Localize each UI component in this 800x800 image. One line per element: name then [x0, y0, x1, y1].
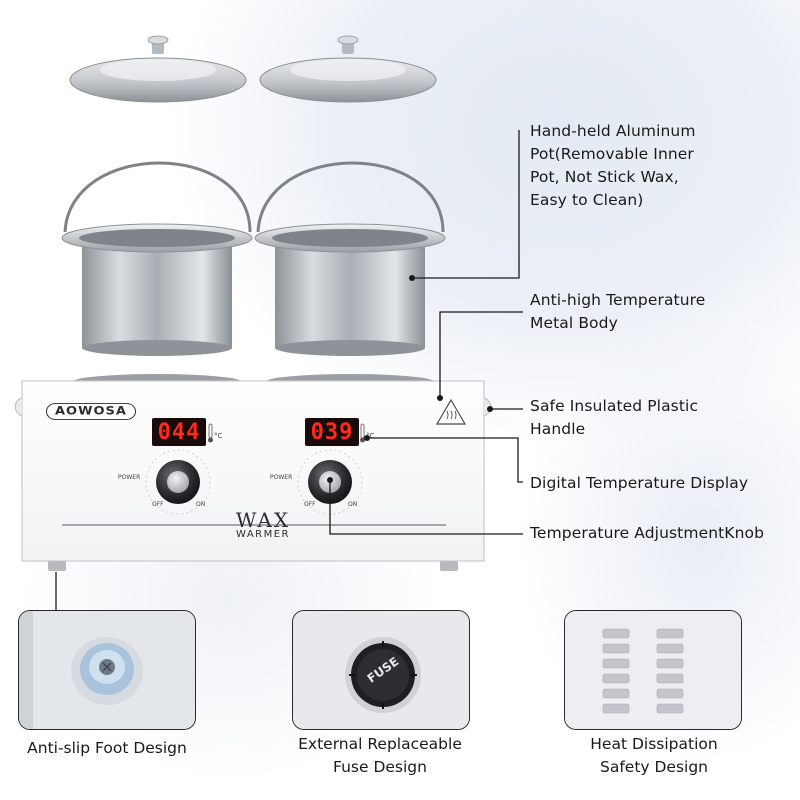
unit-label-left: °C	[214, 432, 223, 440]
lid-right	[259, 35, 437, 103]
feature-caption-fuse: External Replaceable Fuse Design	[298, 735, 462, 776]
off-label-right: OFF	[304, 501, 316, 508]
off-label-left: OFF	[152, 501, 164, 508]
feature-thumb-foot	[18, 610, 196, 730]
callout-knob: Temperature AdjustmentKnob	[530, 524, 765, 542]
callout-pot: Hand-held Aluminum Pot(Removable Inner P…	[530, 122, 696, 209]
display-left: 044	[157, 420, 201, 445]
feature-thumb-fuse: FUSE	[292, 610, 470, 730]
on-label-left: ON	[196, 501, 206, 508]
thermometer-icon-left	[208, 423, 213, 443]
unit-label-right: °C	[366, 432, 375, 440]
feature-caption-foot: Anti-slip Foot Design	[27, 739, 187, 757]
brand-logo: AOWOSA	[46, 402, 136, 421]
thermometer-icon-right	[360, 423, 365, 443]
display-right: 039	[310, 420, 354, 445]
callout-display: Digital Temperature Display	[530, 474, 749, 492]
pot-left	[61, 161, 253, 356]
feature-caption-vents: Heat Dissipation Safety Design	[590, 735, 718, 776]
on-label-right: ON	[348, 501, 358, 508]
callout-dots	[327, 275, 493, 483]
callout-handle: Safe Insulated Plastic Handle	[530, 397, 699, 438]
feature-thumb-vents	[564, 610, 742, 730]
wax-label: WAX	[235, 508, 291, 532]
warmer-label: WARMER	[235, 529, 291, 540]
power-label-left: POWER	[118, 474, 141, 481]
pot-right	[254, 161, 446, 356]
callout-body: Anti-high Temperature Metal Body	[530, 291, 706, 332]
power-label-right: POWER	[270, 474, 293, 481]
warmer-body	[14, 374, 492, 571]
callout-lines	[55, 130, 523, 610]
display-right-panel	[305, 418, 359, 446]
lid-left	[69, 35, 247, 103]
display-left-panel	[152, 418, 206, 446]
knob-left	[145, 449, 211, 515]
